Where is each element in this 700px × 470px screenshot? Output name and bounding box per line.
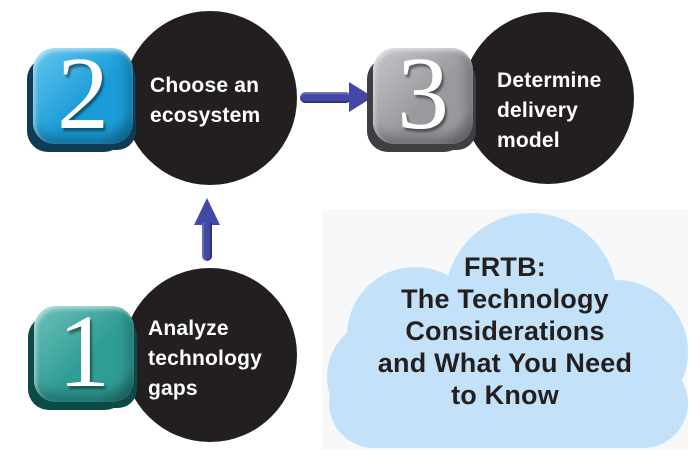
step-1-key: 1: [34, 294, 134, 409]
arrow-right-head-icon: [349, 82, 373, 112]
cloud-title: FRTB: The Technology Considerations and …: [377, 252, 633, 410]
step-3-circle: Determine delivery model: [462, 12, 634, 184]
step-3-label: Determine delivery model: [497, 69, 602, 152]
step-2-number: 2: [57, 36, 109, 151]
cloud-base: [329, 358, 688, 448]
arrow-up-icon: [202, 223, 212, 261]
step-3-number: 3: [397, 36, 449, 151]
step-1-number: 1: [58, 294, 110, 409]
step-2-key: 2: [33, 36, 133, 151]
step-1-circle: Analyze technology gaps: [123, 268, 297, 442]
step-2-label: Choose an ecosystem: [150, 74, 261, 127]
step-3-key: 3: [373, 36, 473, 151]
step-2-circle: Choose an ecosystem: [123, 11, 297, 185]
arrow-right-icon: [300, 92, 351, 103]
step-1-label: Analyze technology gaps: [148, 317, 263, 400]
arrow-up-head-icon: [194, 198, 220, 225]
